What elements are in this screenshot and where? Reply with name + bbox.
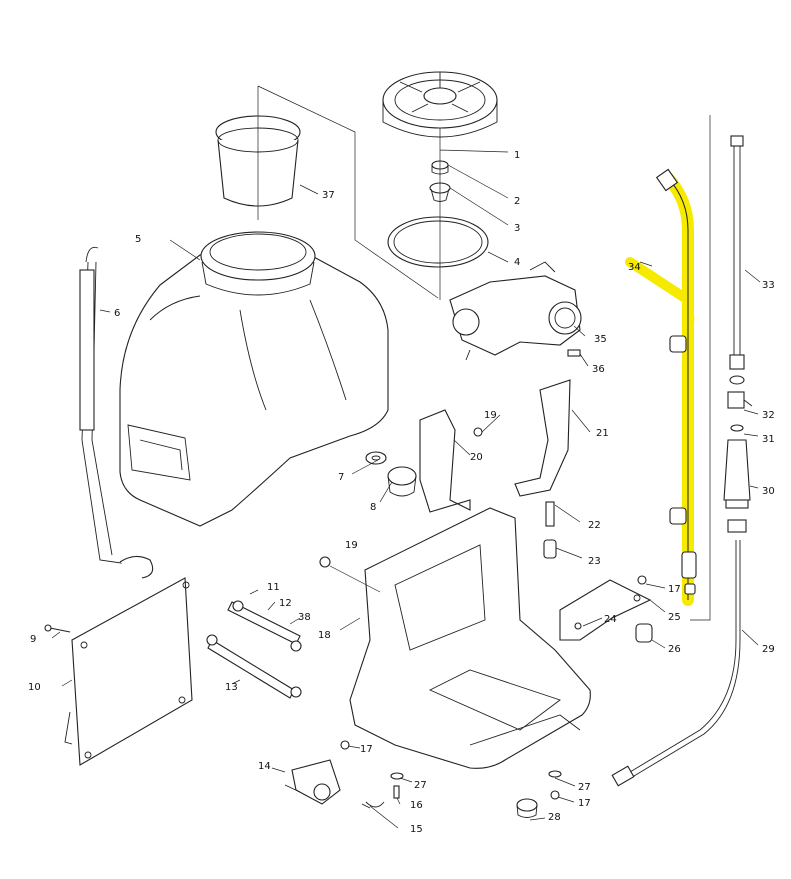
leader-lines [51,85,761,829]
callout-label: 19 [484,410,497,421]
part-bracket-left[interactable] [419,409,471,513]
callout-label: 8 [370,502,376,513]
callout-label: 32 [762,410,775,421]
part-agitator-rod[interactable] [227,600,302,652]
part-back-panel[interactable] [64,577,193,766]
callout-label: 15 [410,824,423,835]
part-tank[interactable] [119,231,389,527]
callout-label: 12 [279,598,292,609]
callout-label: 18 [318,630,331,641]
callout-label: 4 [514,257,520,268]
callout-label: 17 [360,744,373,755]
callout-label: 14 [258,761,271,772]
part-nut-17a[interactable] [637,575,647,585]
part-handle[interactable] [723,439,751,533]
part-washer-27a[interactable] [390,772,404,780]
callout-label: 27 [578,782,591,793]
part-bolt-19a[interactable] [473,427,483,437]
callout-label: 10 [28,682,41,693]
part-bolt-16[interactable] [393,785,400,799]
callout-label: 3 [514,223,520,234]
callout-label: 6 [114,308,120,319]
callout-label: 13 [225,682,238,693]
callout-label: 5 [135,234,141,245]
callout-label: 38 [298,612,311,623]
callout-label: 24 [604,614,617,625]
callout-label: 16 [410,800,423,811]
callout-label: 26 [668,644,681,655]
part-nut[interactable] [387,466,417,497]
part-washer-27b[interactable] [548,770,562,778]
part-screw[interactable] [567,349,581,357]
part-clip-15[interactable] [361,801,385,809]
part-nut-28[interactable] [516,798,538,818]
callout-label: 9 [30,634,36,645]
callout-label: 20 [470,452,483,463]
callout-label: 17 [668,584,681,595]
callout-label: 11 [267,582,280,593]
callout-label: 29 [762,644,775,655]
part-base-frame[interactable] [349,507,591,769]
part-lever-bracket[interactable] [559,579,652,641]
part-roller-26[interactable] [635,623,653,643]
part-bushing[interactable] [543,539,557,559]
callout-label: 36 [592,364,605,375]
part-lance-tube[interactable] [729,135,745,385]
callout-label: 28 [548,812,561,823]
callout-label: 34 [628,262,641,273]
part-valve-assembly[interactable] [284,759,341,805]
callout-label: 19 [345,540,358,551]
part-valve-32[interactable] [727,391,753,409]
callout-label: 2 [514,196,520,207]
callout-label: 35 [594,334,607,345]
part-hose[interactable] [611,540,741,787]
callout-label: 33 [762,280,775,291]
callout-label: 21 [596,428,609,439]
part-bolt-19b[interactable] [319,556,331,568]
part-bolt-24[interactable] [574,622,582,630]
part-seal-ring[interactable] [387,216,489,268]
callout-label: 7 [338,472,344,483]
callout-label: 30 [762,486,775,497]
part-bracket-right[interactable] [514,379,571,497]
part-spray-lance-highlighted[interactable] [625,168,697,606]
part-nut-17c[interactable] [550,790,560,800]
callout-label: 25 [668,612,681,623]
callout-label: 37 [322,190,335,201]
part-lid[interactable] [382,71,498,138]
part-spacer[interactable] [545,501,555,527]
part-pump[interactable] [449,261,582,361]
callout-label: 31 [762,434,775,445]
part-shoulder-strap[interactable] [79,246,154,579]
callout-label: 23 [588,556,601,567]
callout-label: 27 [414,780,427,791]
part-nut-17b[interactable] [340,740,350,750]
callout-labels: 1 2 3 4 5 6 7 8 9 10 11 12 13 14 15 16 1… [28,150,775,835]
callout-label: 17 [578,798,591,809]
part-piston-rod[interactable] [206,634,302,699]
part-screw-9[interactable] [44,624,71,633]
callout-label: 1 [514,150,520,161]
part-washer-31[interactable] [730,424,744,432]
callout-label: 22 [588,520,601,531]
part-washer[interactable] [365,451,387,465]
